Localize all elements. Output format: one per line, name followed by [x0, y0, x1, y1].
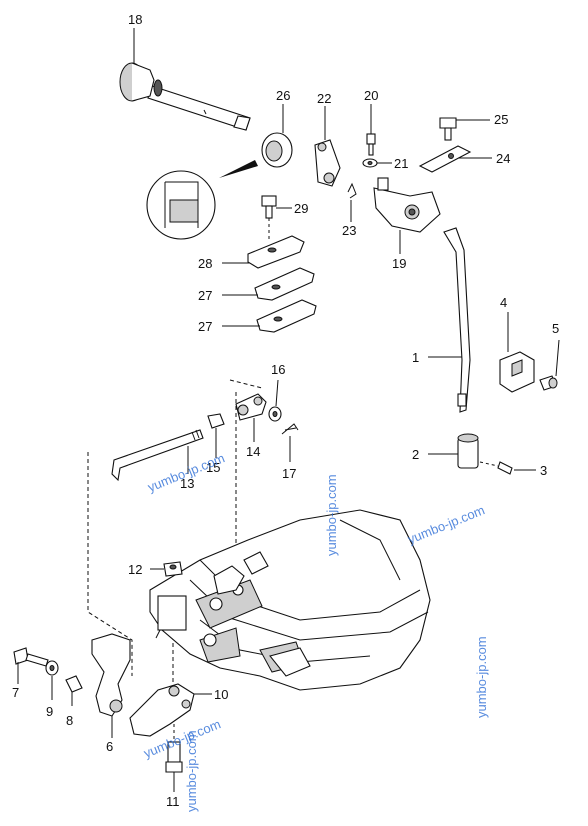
part-4-block [499, 312, 535, 393]
part-8-bushing [65, 675, 83, 706]
part-17-clip [281, 423, 299, 462]
watermark-4: yumbo-jp.com [474, 636, 489, 718]
callout-1: 1 [412, 350, 419, 365]
part-26-seal [219, 104, 293, 178]
part-24-plate [418, 145, 492, 173]
part-10-arm [129, 683, 212, 737]
callout-26: 26 [276, 88, 290, 103]
callout-8: 8 [66, 713, 73, 728]
part-19-bracket [373, 177, 441, 254]
part-25-bolt [439, 117, 490, 141]
callout-4: 4 [500, 295, 507, 310]
callout-7: 7 [12, 685, 19, 700]
callout-24: 24 [496, 151, 510, 166]
callout-16: 16 [271, 362, 285, 377]
part-20-bolt [366, 104, 376, 156]
callout-13: 13 [180, 476, 194, 491]
callout-29: 29 [294, 201, 308, 216]
part-1-rod [428, 227, 471, 413]
detail-circle [146, 170, 216, 240]
callout-28: 28 [198, 256, 212, 271]
callout-9: 9 [46, 704, 53, 719]
callout-18: 18 [128, 12, 142, 27]
part-6-bracket [91, 633, 131, 738]
part-14-link [235, 393, 267, 442]
watermark-3: yumbo-jp.com [406, 502, 487, 546]
callout-27-lower: 27 [198, 319, 212, 334]
part-2-sleeve [428, 433, 479, 469]
part-7-bolt [13, 647, 49, 684]
callout-2: 2 [412, 447, 419, 462]
part-5-screw [539, 339, 560, 391]
part-29-bolt [261, 195, 292, 240]
callout-27-upper: 27 [198, 288, 212, 303]
callout-3: 3 [540, 463, 547, 478]
part-27-plate-upper [222, 267, 315, 301]
watermark-6: yumbo-jp.com [184, 730, 199, 812]
part-16-washer [268, 379, 282, 422]
callout-11: 11 [166, 794, 180, 809]
callout-21: 21 [394, 156, 408, 171]
callout-17: 17 [282, 466, 296, 481]
part-28-plate [222, 235, 305, 269]
callout-5: 5 [552, 321, 559, 336]
callout-23: 23 [342, 223, 356, 238]
main-bracket-assembly [149, 509, 431, 691]
callout-12: 12 [128, 562, 142, 577]
dashed-leaders [87, 379, 263, 690]
part-12-nut [150, 561, 183, 577]
part-27-plate-lower [222, 299, 317, 333]
callout-14: 14 [246, 444, 260, 459]
part-11-bolt [165, 724, 183, 792]
part-15-nut [207, 413, 225, 458]
part-9-washer [45, 660, 59, 700]
part-18-shaft [119, 28, 251, 131]
callout-19: 19 [392, 256, 406, 271]
callout-20: 20 [364, 88, 378, 103]
watermark-2: yumbo-jp.com [324, 474, 339, 556]
callout-10: 10 [214, 687, 228, 702]
callout-6: 6 [106, 739, 113, 754]
callout-22: 22 [317, 91, 331, 106]
callout-15: 15 [206, 460, 220, 475]
callout-labels: 18 26 22 20 25 21 24 29 23 19 28 27 27 4… [12, 12, 559, 809]
part-21-washer [362, 158, 392, 168]
part-3-pin [479, 461, 536, 475]
callout-25: 25 [494, 112, 508, 127]
part-23-clip [347, 182, 357, 222]
part-13-rod [111, 429, 204, 482]
part-22-lever [314, 106, 341, 187]
